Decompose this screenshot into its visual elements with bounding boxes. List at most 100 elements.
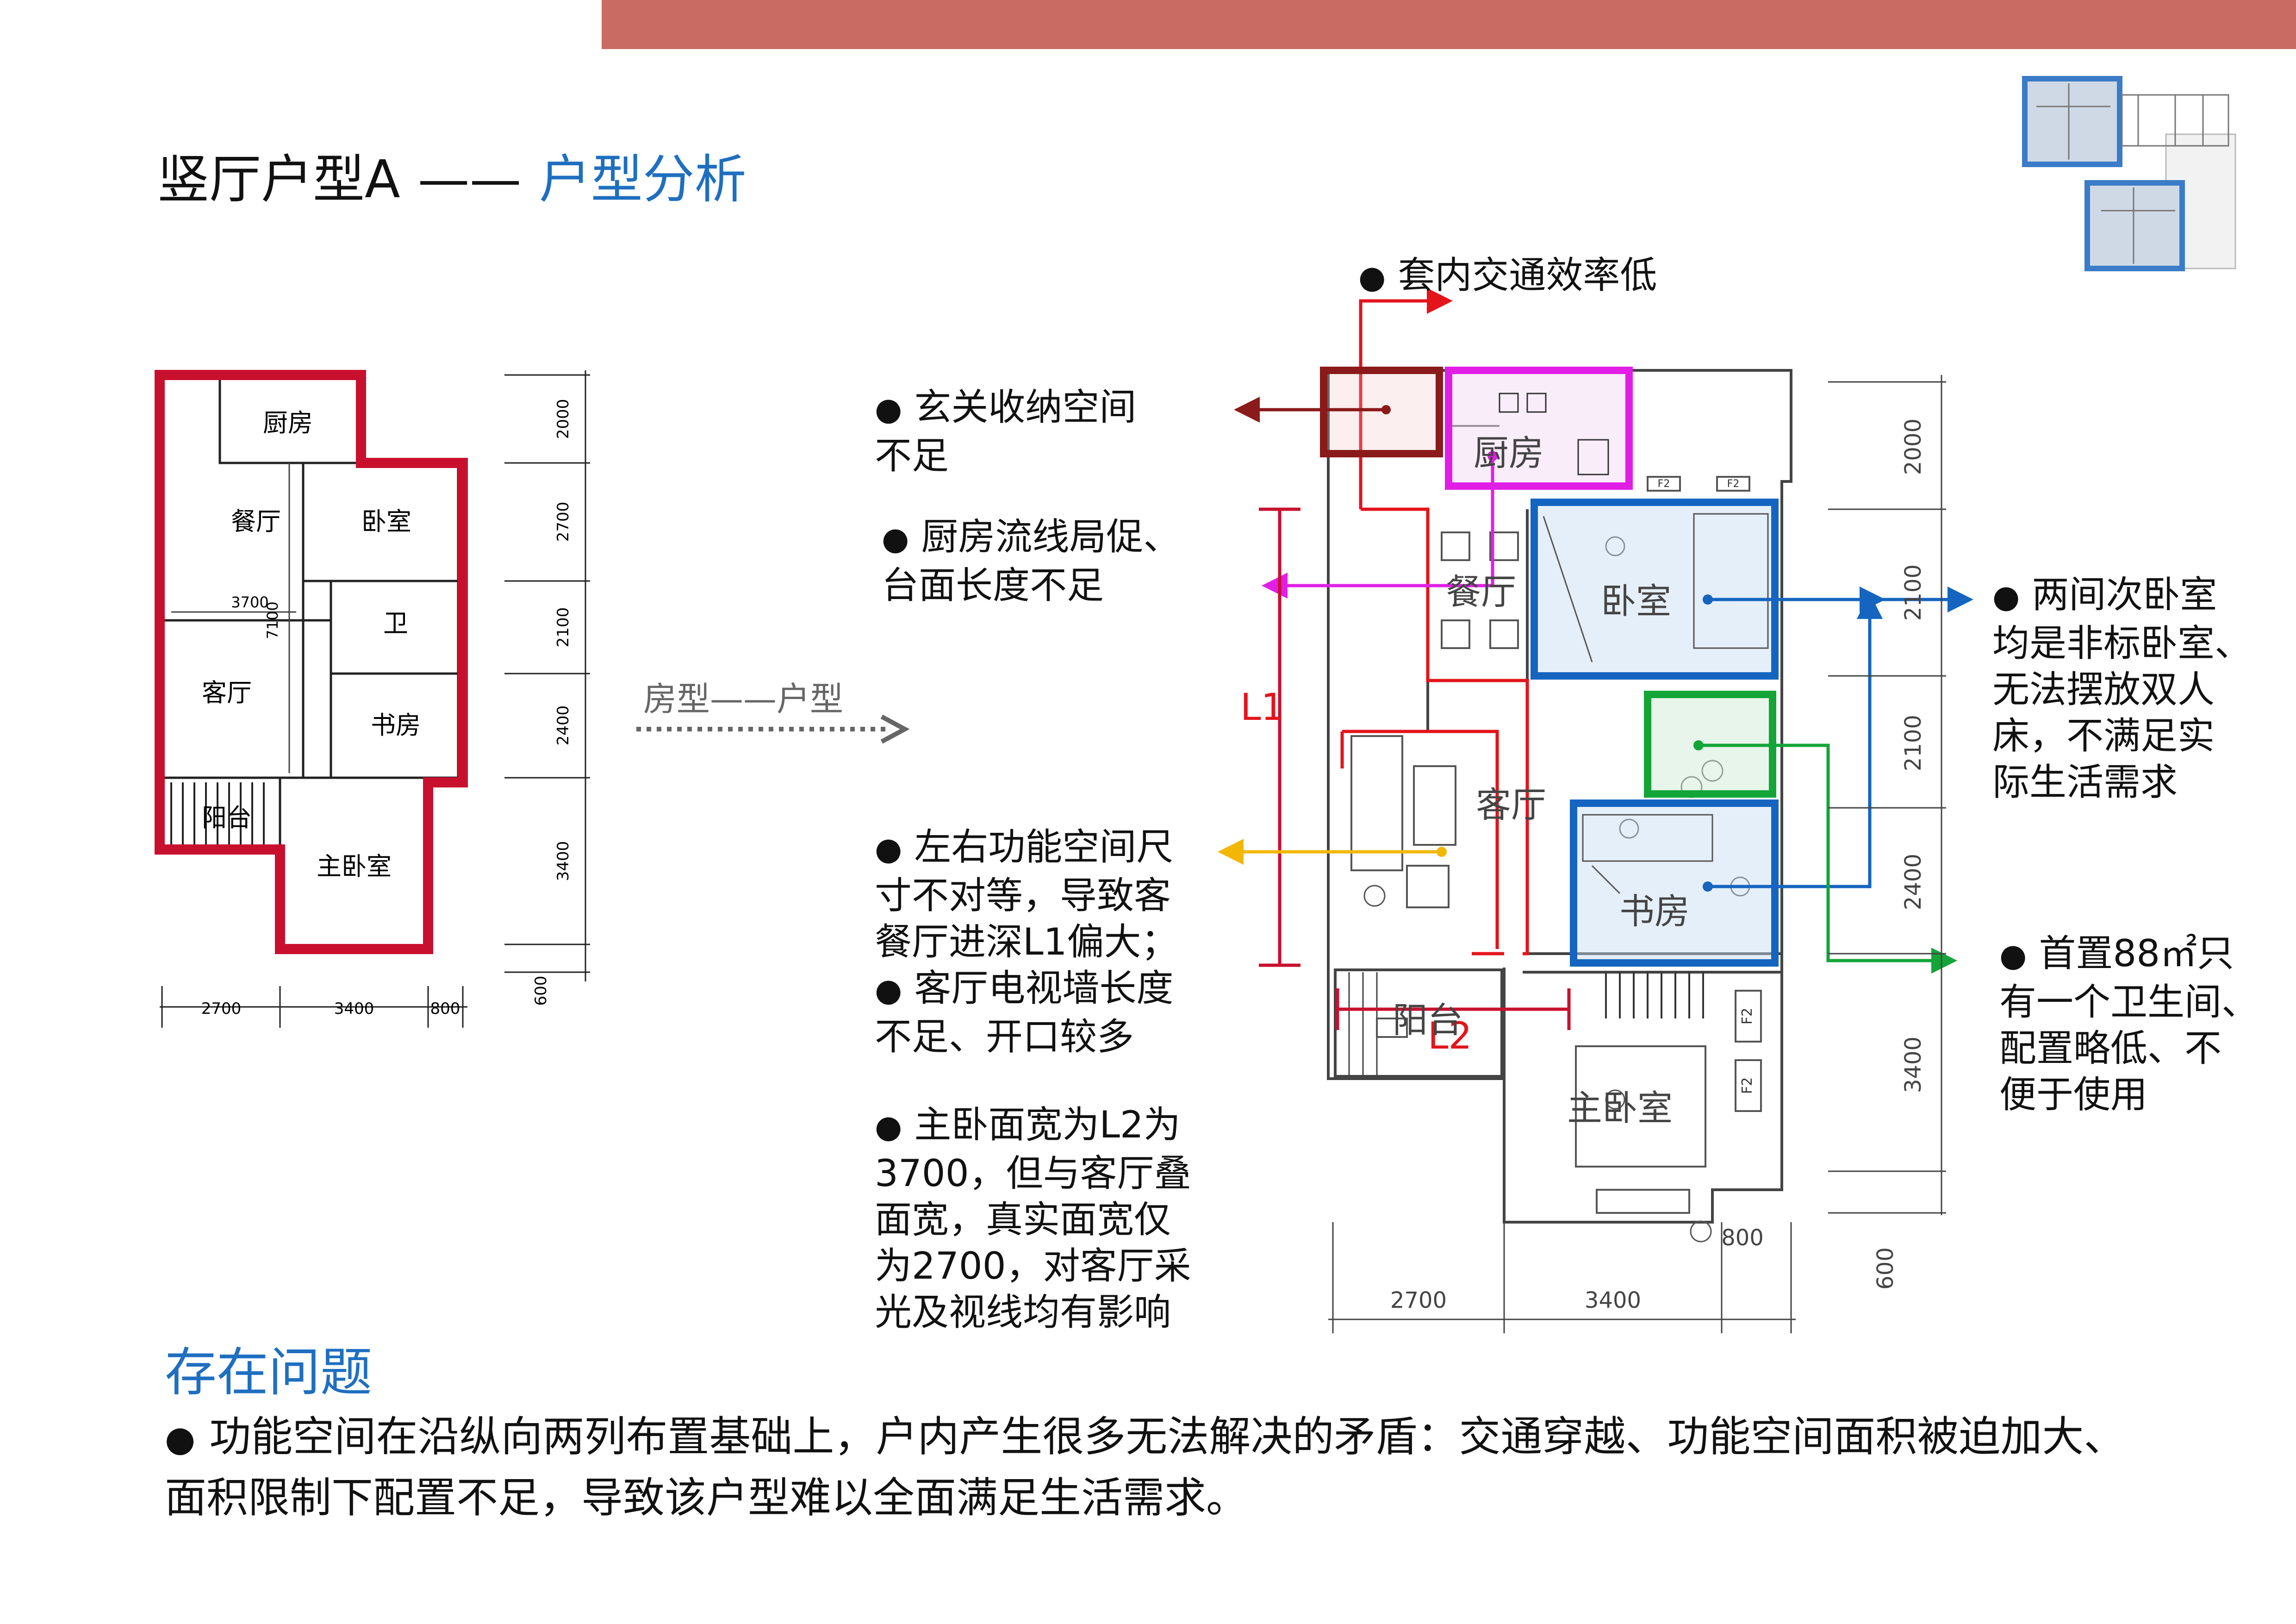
left-dim-inner-h: 7100 — [264, 601, 281, 639]
left-vdim-6: 600 — [532, 976, 550, 1006]
label-L1: L1 — [1240, 686, 1284, 729]
note-kitchen: ● 厨房流线局促、 台面长度不足 — [882, 514, 1180, 609]
left-hdim-1: 2700 — [201, 999, 242, 1018]
right-hdim-2: 3400 — [1585, 1287, 1641, 1313]
right-floor-plan: L1 L2 — [1218, 288, 1973, 1333]
note-entry-line1: 玄关收纳空间 — [914, 386, 1137, 429]
problems-body: 功能空间在沿纵向两列布置基础上，户内产生很多无法解决的矛盾：交通穿越、功能空间面… — [165, 1412, 2126, 1522]
left-room-living: 客厅 — [202, 678, 252, 707]
note-kitchen-line1: 厨房流线局促、 — [921, 515, 1181, 558]
note-bedrooms-line2: 均是非标卧室、 — [1992, 622, 2252, 665]
right-vdim-1: 2000 — [1900, 418, 1926, 475]
note-living-line3: 餐厅进深L1偏大； — [875, 920, 1178, 963]
note-entry-line2: 不足 — [875, 434, 949, 477]
bullet-icon: ● — [1999, 937, 2027, 974]
left-vdim-1: 2000 — [554, 399, 572, 439]
header-bar — [602, 0, 2296, 49]
left-vdim-2: 2700 — [554, 502, 572, 542]
note-traffic-text: 套内交通效率低 — [1398, 254, 1657, 297]
left-floor-plan: 厨房 餐厅 卧室 卫 客厅 书房 阳台 主卧室 3700 7100 2000 2… — [155, 370, 590, 1028]
kitchen-box — [1445, 367, 1633, 490]
note-bedrooms-line3: 无法摆放双人 — [1992, 668, 2215, 711]
left-dim-inner-w: 3700 — [231, 593, 268, 611]
note-entry: ● 玄关收纳空间 不足 — [875, 384, 1136, 479]
left-room-dining: 餐厅 — [231, 507, 281, 536]
left-room-balcony: 阳台 — [202, 803, 252, 832]
note-bathroom-line3: 配置略低、不 — [1999, 1027, 2221, 1070]
right-room-kitchen: 厨房 — [1474, 432, 1544, 474]
key-plan-thumbnail — [2022, 76, 2236, 271]
right-room-balcony: 阳台 — [1393, 999, 1463, 1041]
note-traffic: ● 套内交通效率低 — [1358, 252, 1657, 301]
note-master-line1: 主卧面宽为L2为 — [914, 1103, 1181, 1146]
f2-marker-3: F2 — [1739, 1008, 1755, 1024]
f2-marker-2: F2 — [1727, 478, 1740, 490]
note-living-line2: 寸不对等，导致客 — [875, 874, 1171, 917]
problems-text: ●功能空间在沿纵向两列布置基础上，户内产生很多无法解决的矛盾：交通穿越、功能空间… — [165, 1407, 2155, 1528]
note-bathroom: ● 首置88㎡只 有一个卫生间、 配置略低、不 便于使用 — [1999, 931, 2259, 1118]
note-master-line5: 光及视线均有影响 — [875, 1291, 1171, 1334]
study-box — [1570, 800, 1779, 967]
note-bedrooms-line1: 两间次卧室 — [2032, 573, 2217, 616]
note-bedrooms-line4: 床，不满足实 — [1992, 714, 2215, 757]
note-master-line2: 3700，但与客厅叠 — [875, 1152, 1191, 1195]
transition-label: 房型——户型 — [643, 680, 843, 718]
right-room-living: 客厅 — [1476, 784, 1546, 825]
bullet-icon: ● — [882, 521, 909, 557]
entry-box — [1320, 367, 1443, 457]
right-vdim-4: 2400 — [1900, 854, 1926, 910]
bullet-icon: ● — [1992, 579, 2020, 615]
note-bathroom-line4: 便于使用 — [1999, 1073, 2147, 1116]
f2-marker-1: F2 — [1658, 478, 1670, 490]
page-title: 竖厅户型A —— 户型分析 — [157, 147, 747, 212]
bullet-icon: ● — [875, 831, 902, 868]
problems-heading: 存在问题 — [165, 1343, 372, 1403]
note-bathroom-line1: 首置88㎡只 — [2039, 932, 2234, 975]
right-room-bedroom: 卧室 — [1601, 581, 1671, 622]
bedroom-box — [1531, 499, 1779, 680]
left-room-bedroom: 卧室 — [361, 507, 411, 536]
left-room-bath: 卫 — [383, 609, 408, 638]
note-living-line1: 左右功能空间尺 — [914, 825, 1174, 868]
right-hdim-3: 800 — [1721, 1225, 1764, 1251]
left-hdim-3: 800 — [430, 999, 460, 1018]
right-room-study: 书房 — [1619, 891, 1690, 932]
left-room-study: 书房 — [371, 711, 421, 740]
title-main: 竖厅户型A — [157, 150, 400, 210]
note-master: ● 主卧面宽为L2为 3700，但与客厅叠 面宽，真实面宽仅 为2700，对客厅采… — [875, 1102, 1191, 1336]
note-living: ● 左右功能空间尺 寸不对等，导致客 餐厅进深L1偏大； ● 客厅电视墙长度 不足、… — [875, 824, 1178, 1060]
transition-arrow: 房型——户型 — [636, 680, 910, 744]
right-vdim-3: 2100 — [1900, 715, 1926, 771]
bullet-icon: ● — [875, 972, 902, 1009]
left-vdim-4: 2400 — [554, 706, 572, 746]
note-kitchen-line2: 台面长度不足 — [882, 564, 1104, 607]
title-accent: 户型分析 — [539, 150, 747, 210]
bullet-icon: ● — [875, 391, 902, 428]
left-room-kitchen: 厨房 — [263, 408, 313, 437]
title-dash: —— — [417, 150, 522, 210]
label-L2: L2 — [1428, 1014, 1472, 1057]
note-bedrooms: ● 两间次卧室 均是非标卧室、 无法摆放双人 床，不满足实 际生活需求 — [1992, 572, 2252, 806]
note-tv-line2: 不足、开口较多 — [875, 1015, 1134, 1058]
f2-marker-4: F2 — [1739, 1077, 1755, 1094]
left-room-master: 主卧室 — [317, 852, 392, 881]
note-bedrooms-line5: 际生活需求 — [1992, 761, 2178, 804]
note-master-line4: 为2700，对客厅采 — [875, 1244, 1191, 1287]
left-vdim-3: 2100 — [554, 607, 572, 648]
bullet-icon: ● — [165, 1418, 196, 1459]
left-vdim-5: 3400 — [554, 841, 572, 881]
note-master-line3: 面宽，真实面宽仅 — [875, 1198, 1171, 1241]
right-room-master: 主卧室 — [1567, 1087, 1673, 1129]
bullet-icon: ● — [1358, 259, 1386, 296]
left-plan-outline — [155, 370, 468, 954]
bullet-icon: ● — [875, 1109, 902, 1145]
right-vdim-5: 3400 — [1900, 1037, 1926, 1093]
right-vdim-2: 2100 — [1900, 564, 1926, 621]
note-tv-line1: 客厅电视墙长度 — [914, 967, 1174, 1010]
note-bathroom-line2: 有一个卫生间、 — [1999, 981, 2259, 1024]
right-room-dining: 餐厅 — [1446, 571, 1516, 612]
right-hdim-1: 2700 — [1390, 1287, 1447, 1313]
left-hdim-2: 3400 — [334, 999, 374, 1018]
right-vdim-6: 600 — [1873, 1247, 1898, 1290]
